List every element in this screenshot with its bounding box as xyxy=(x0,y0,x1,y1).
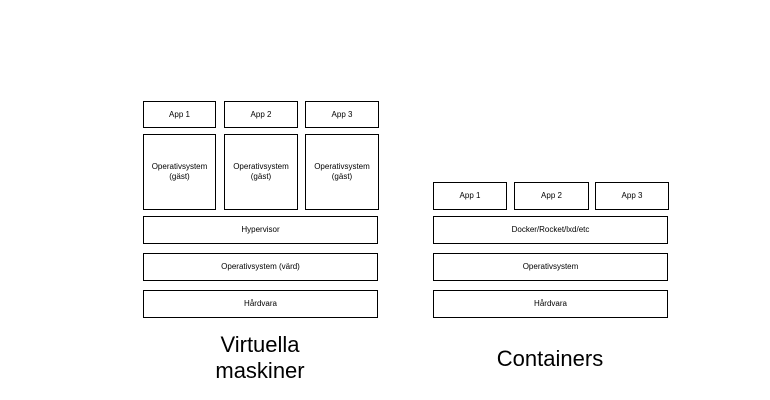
container-runtime-box: Docker/Rocket/lxd/etc xyxy=(433,216,668,244)
container-app-1-label: App 1 xyxy=(459,191,481,200)
vm-app-2-label: App 2 xyxy=(250,109,272,119)
vm-guest-os-1-box: Operativsystem (gäst) xyxy=(143,134,216,210)
vm-app-1-box: App 1 xyxy=(143,101,216,128)
vm-hypervisor-label: Hypervisor xyxy=(241,225,280,234)
container-app-3-label: App 3 xyxy=(621,191,643,200)
vm-hypervisor-box: Hypervisor xyxy=(143,216,378,244)
vm-app-2-box: App 2 xyxy=(224,101,298,128)
container-hardware-box: Hårdvara xyxy=(433,290,668,318)
vm-caption: Virtuella maskiner xyxy=(215,332,305,383)
vm-app-3-box: App 3 xyxy=(305,101,379,128)
vm-guest-os-3-box: Operativsystem (gäst) xyxy=(305,134,379,210)
container-app-2-label: App 2 xyxy=(541,191,562,200)
container-app-2-box: App 2 xyxy=(514,182,589,210)
container-os-box: Operativsystem xyxy=(433,253,668,281)
container-runtime-label: Docker/Rocket/lxd/etc xyxy=(511,225,590,234)
container-hardware-label: Hårdvara xyxy=(534,299,567,308)
vm-guest-os-3-label: Operativsystem (gäst) xyxy=(314,162,370,181)
containers-caption: Containers xyxy=(496,346,604,371)
vm-app-3-label: App 3 xyxy=(331,109,353,119)
vm-hardware-label: Hårdvara xyxy=(244,299,277,308)
vm-guest-os-2-label: Operativsystem (gäst) xyxy=(233,162,289,181)
container-app-1-box: App 1 xyxy=(433,182,507,210)
vm-host-os-label: Operativsystem (värd) xyxy=(221,262,300,271)
vm-hardware-box: Hårdvara xyxy=(143,290,378,318)
vm-guest-os-2-box: Operativsystem (gäst) xyxy=(224,134,298,210)
vm-guest-os-1-label: Operativsystem (gäst) xyxy=(151,162,208,181)
vm-host-os-box: Operativsystem (värd) xyxy=(143,253,378,281)
container-app-3-box: App 3 xyxy=(595,182,669,210)
vm-app-1-label: App 1 xyxy=(169,109,190,119)
container-os-label: Operativsystem xyxy=(522,262,579,271)
